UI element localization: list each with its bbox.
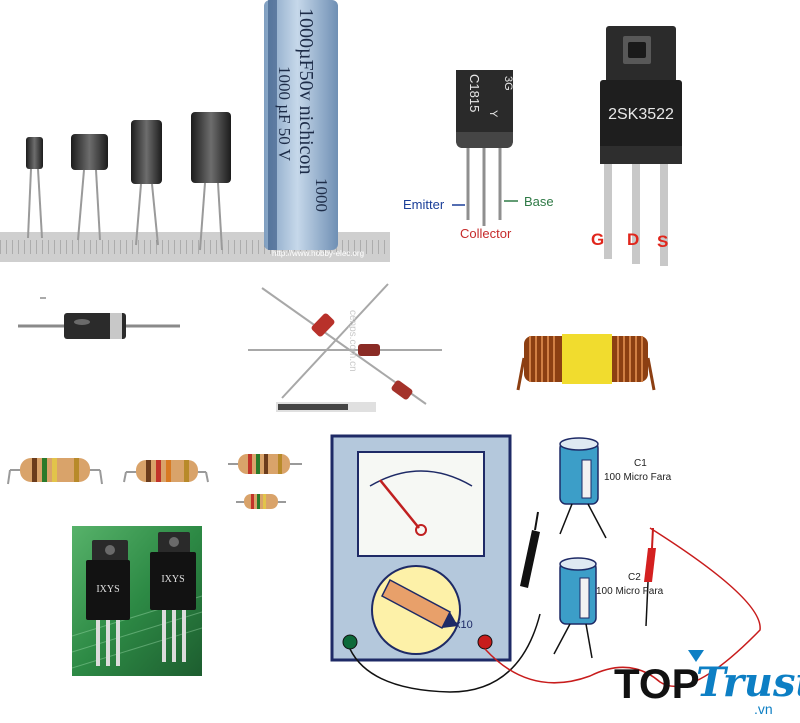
svg-text:1000 µF 50 V: 1000 µF 50 V: [275, 66, 294, 162]
resistor-4: [236, 494, 286, 509]
resistor-2: [123, 460, 209, 483]
svg-text:Y: Y: [487, 110, 499, 118]
transistor-c1815: C1815 Y 3G: [396, 60, 576, 250]
svg-text:C1: C1: [634, 458, 647, 469]
svg-text:TOP: TOP: [614, 660, 700, 707]
inductor-coil: [510, 328, 662, 394]
svg-text:IXYS: IXYS: [96, 584, 119, 595]
svg-text:IXYS: IXYS: [161, 574, 184, 585]
svg-text:2SK3522: 2SK3522: [608, 106, 674, 123]
small-capacitor-2: [71, 134, 108, 241]
capacitors-watermark: http://www.hobby-elec.org: [272, 249, 364, 258]
multimeter-diagram: x10 C1 100 Micro Fara C2: [330, 430, 780, 710]
c1815-label: C1815: [467, 74, 482, 112]
small-capacitor-1: [26, 137, 43, 239]
svg-text:.vn: .vn: [754, 701, 773, 717]
emitter-label: Emitter: [403, 197, 445, 212]
toptrust-logo: TOP Trust .vn: [612, 648, 800, 720]
capacitors-photo: 1000µF50v nichicon 1000 µF 50 V 1000 htt…: [0, 0, 390, 262]
mosfet-2sk3522: 2SK3522: [590, 22, 690, 270]
drain-pin-label: D: [627, 230, 640, 249]
svg-text:1000µF50v nichicon: 1000µF50v nichicon: [295, 8, 317, 175]
svg-text:100 Micro Fara: 100 Micro Fara: [596, 586, 664, 597]
svg-text:x10: x10: [455, 619, 473, 631]
resistor-3: [228, 454, 302, 474]
diode-single: [16, 296, 182, 358]
svg-text:100 Micro Fara: 100 Micro Fara: [604, 472, 672, 483]
large-capacitor: 1000µF50v nichicon 1000 µF 50 V 1000: [264, 0, 338, 250]
svg-text:cenps.com.cn: cenps.com.cn: [347, 310, 358, 372]
capacitor-c1: [559, 437, 607, 539]
resistor-1: [7, 458, 103, 485]
svg-text:1000: 1000: [312, 178, 331, 212]
small-capacitor-4: [191, 112, 231, 251]
base-label: Base: [524, 194, 554, 209]
resistors: [0, 440, 310, 520]
source-pin-label: S: [657, 232, 669, 251]
collector-label: Collector: [460, 226, 512, 241]
small-capacitor-3: [131, 120, 162, 246]
svg-text:3G: 3G: [502, 76, 514, 91]
logo-arrow-icon: [688, 650, 704, 662]
diodes-crossed: cenps.com.cn: [242, 280, 446, 412]
ixys-transistors-photo: IXYS IXYS: [72, 526, 202, 676]
svg-text:Trust: Trust: [696, 659, 800, 706]
capacitor-c2: [553, 557, 597, 659]
gate-pin-label: G: [591, 230, 605, 249]
svg-text:C2: C2: [628, 572, 641, 583]
